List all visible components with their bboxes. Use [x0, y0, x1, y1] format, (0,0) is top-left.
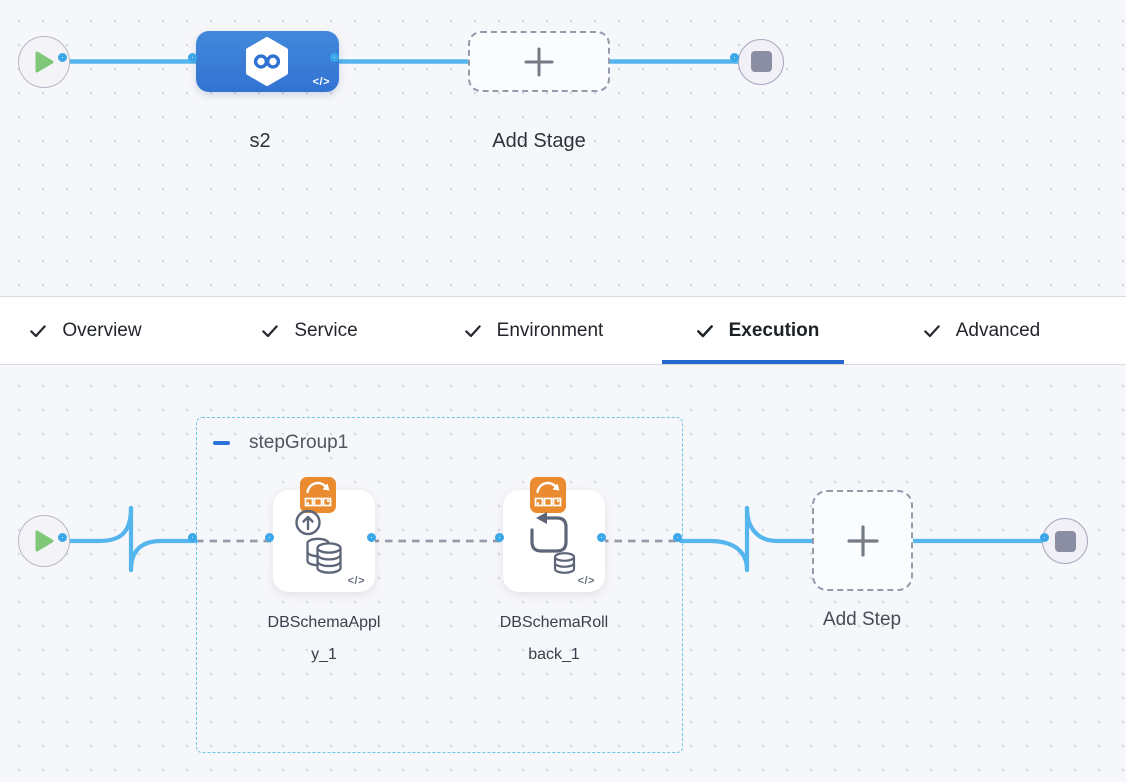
- port[interactable]: [1039, 532, 1049, 542]
- tab-label: Overview: [62, 319, 142, 341]
- step-name-label: DBSchemaRollback_1: [499, 614, 609, 663]
- pipeline-end-node[interactable]: [738, 38, 784, 85]
- step-node-dbschemaapply[interactable]: </>: [273, 477, 375, 592]
- add-step-label: Add Step: [822, 609, 902, 630]
- step-name-label: DBSchemaApply_1: [267, 614, 381, 663]
- step-node-dbschemarollback[interactable]: </>: [503, 477, 605, 592]
- port[interactable]: [672, 532, 682, 542]
- port[interactable]: [264, 532, 274, 542]
- port[interactable]: [187, 53, 197, 62]
- add-step-button[interactable]: [812, 490, 913, 591]
- check-icon: [464, 324, 481, 337]
- active-tab-underline: [662, 360, 844, 364]
- yaml-code-badge: </>: [577, 575, 595, 587]
- execution-graph-canvas[interactable]: stepGroup1: [0, 365, 1126, 782]
- tab-advanced[interactable]: Advanced: [869, 297, 1093, 364]
- add-stage-label: Add Stage: [492, 130, 586, 152]
- db-schema-rollback-icon: [530, 512, 576, 574]
- stage-name-label: s2: [249, 130, 271, 152]
- step-group-name: stepGroup1: [249, 432, 349, 453]
- tab-label: Environment: [496, 319, 604, 341]
- tab-execution[interactable]: Execution: [645, 297, 869, 364]
- harness-cd-stage-icon: [246, 37, 288, 86]
- tab-environment[interactable]: Environment: [421, 297, 645, 364]
- tab-label: Service: [294, 319, 358, 341]
- port[interactable]: [57, 532, 67, 542]
- tab-label: Execution: [728, 319, 820, 341]
- play-icon: [35, 530, 53, 552]
- execution-connectors: [63, 505, 1051, 573]
- plus-icon: [524, 47, 554, 76]
- db-schema-apply-icon: [295, 509, 342, 574]
- port[interactable]: [366, 532, 376, 542]
- port[interactable]: [329, 53, 339, 62]
- play-icon: [35, 51, 53, 72]
- check-icon: [923, 324, 940, 337]
- stop-icon: [750, 51, 772, 72]
- check-icon: [30, 324, 47, 337]
- port[interactable]: [596, 532, 606, 542]
- stop-icon: [1054, 530, 1076, 552]
- port[interactable]: [57, 53, 67, 62]
- db-devops-badge-icon: [530, 477, 566, 513]
- pipeline-start-node[interactable]: [18, 35, 70, 88]
- stage-graph-canvas[interactable]: </> s2 Add Stage: [0, 0, 1126, 296]
- port[interactable]: [187, 532, 197, 542]
- tab-label: Advanced: [955, 319, 1041, 341]
- execution-end-node[interactable]: [1042, 518, 1088, 564]
- add-stage-button[interactable]: [468, 31, 610, 92]
- db-devops-badge-icon: [300, 477, 336, 513]
- yaml-code-badge: </>: [347, 575, 365, 587]
- step-group[interactable]: stepGroup1: [196, 417, 683, 753]
- tab-service[interactable]: Service: [197, 297, 421, 364]
- tab-overview[interactable]: Overview: [0, 297, 197, 364]
- port[interactable]: [729, 53, 739, 62]
- stage-config-tabbar: Overview Service Environment Execution A: [0, 296, 1126, 365]
- collapse-step-group-button[interactable]: [213, 440, 230, 446]
- plus-icon: [846, 524, 879, 557]
- port[interactable]: [494, 532, 504, 542]
- step-group-header: stepGroup1: [213, 432, 348, 454]
- check-icon: [262, 324, 279, 337]
- yaml-code-badge: </>: [312, 76, 330, 88]
- stage-node-s2[interactable]: </>: [196, 31, 339, 92]
- check-icon: [696, 324, 713, 337]
- stage-connectors: [63, 59, 743, 64]
